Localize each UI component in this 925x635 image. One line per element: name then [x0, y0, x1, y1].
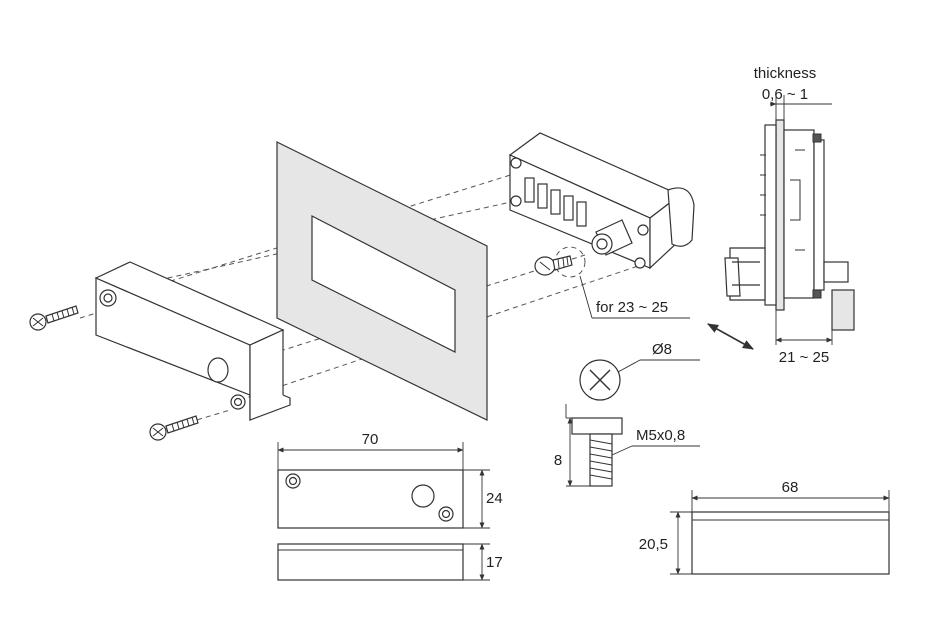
depth-range-label: 21 ~ 25	[779, 349, 829, 366]
cutout-height-label: 20,5	[639, 536, 668, 553]
screw-range-label: for 23 ~ 25	[596, 299, 668, 316]
thickness-label: thickness	[754, 65, 817, 82]
screw-detail: Ø8 M5x0,8 8	[554, 341, 700, 487]
cutout-width-label: 68	[782, 479, 799, 496]
bracket-depth-label: 17	[486, 554, 503, 571]
panel-cutout-view: 68 20,5	[639, 479, 890, 575]
side-view: thickness 0,6 ~ 1 21 ~ 25	[724, 65, 855, 366]
mounting-bracket	[94, 261, 291, 421]
screw-length-label: 8	[554, 452, 562, 469]
thickness-range-label: 0,6 ~ 1	[762, 86, 808, 103]
bracket-side-view: 17	[277, 543, 503, 581]
bracket-width-label: 70	[362, 431, 379, 448]
screw-small	[534, 255, 573, 276]
screw-left-bottom	[149, 415, 199, 441]
screw-thread-label: M5x0,8	[636, 427, 685, 444]
meter-device	[508, 132, 695, 278]
mounting-panel	[276, 141, 488, 421]
bracket-front-view: 70 24	[277, 431, 503, 529]
screw-left-top	[29, 305, 79, 331]
screw-head-dia-label: Ø8	[652, 341, 672, 358]
bracket-height-label: 24	[486, 490, 503, 507]
